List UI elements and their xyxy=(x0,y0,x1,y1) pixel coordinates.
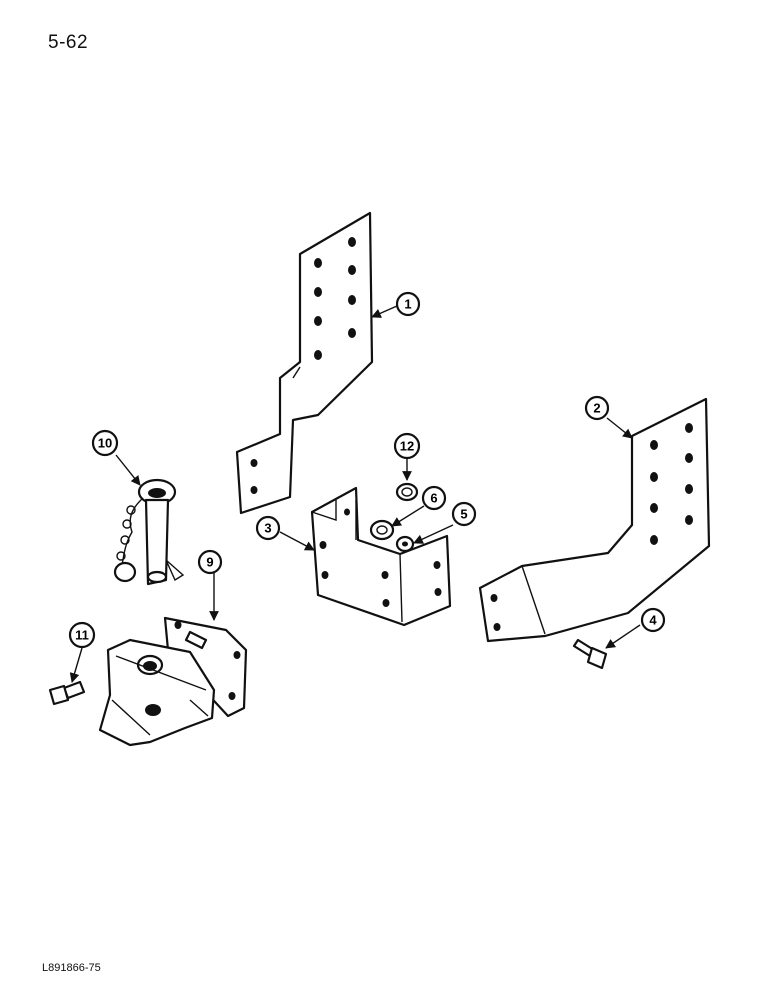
nut-6 xyxy=(369,519,395,541)
svg-text:11: 11 xyxy=(75,628,89,643)
svg-text:10: 10 xyxy=(98,436,112,451)
mounting-plate-1 xyxy=(235,211,374,515)
hitch-pin-10 xyxy=(113,478,185,586)
svg-text:6: 6 xyxy=(430,491,437,506)
callout-11: 11 xyxy=(68,621,96,649)
page-number: 5-62 xyxy=(48,32,89,53)
callout-leaders xyxy=(69,305,641,683)
svg-text:2: 2 xyxy=(593,401,600,416)
svg-text:3: 3 xyxy=(264,521,271,536)
callout-5: 5 xyxy=(451,501,477,527)
figure-code: L891866-75 xyxy=(42,962,101,974)
callout-4: 4 xyxy=(640,607,666,633)
hitch-jaw-9 xyxy=(98,616,248,747)
bolt-11 xyxy=(48,680,86,706)
callout-9: 9 xyxy=(197,549,223,575)
bolt-4 xyxy=(572,638,608,670)
callout-12: 12 xyxy=(393,432,421,460)
nut-12 xyxy=(395,482,419,502)
svg-text:1: 1 xyxy=(404,297,411,312)
callout-2: 2 xyxy=(584,395,610,421)
svg-text:9: 9 xyxy=(206,555,213,570)
callout-3: 3 xyxy=(255,515,281,541)
bracket-3 xyxy=(310,486,452,627)
svg-text:5: 5 xyxy=(460,507,467,522)
mounting-plate-2 xyxy=(478,397,711,643)
washer-5 xyxy=(395,535,415,553)
svg-text:4: 4 xyxy=(649,613,657,628)
callout-10: 10 xyxy=(91,429,119,457)
callout-1: 1 xyxy=(395,291,421,317)
svg-text:12: 12 xyxy=(400,439,414,454)
callout-6: 6 xyxy=(421,485,447,511)
